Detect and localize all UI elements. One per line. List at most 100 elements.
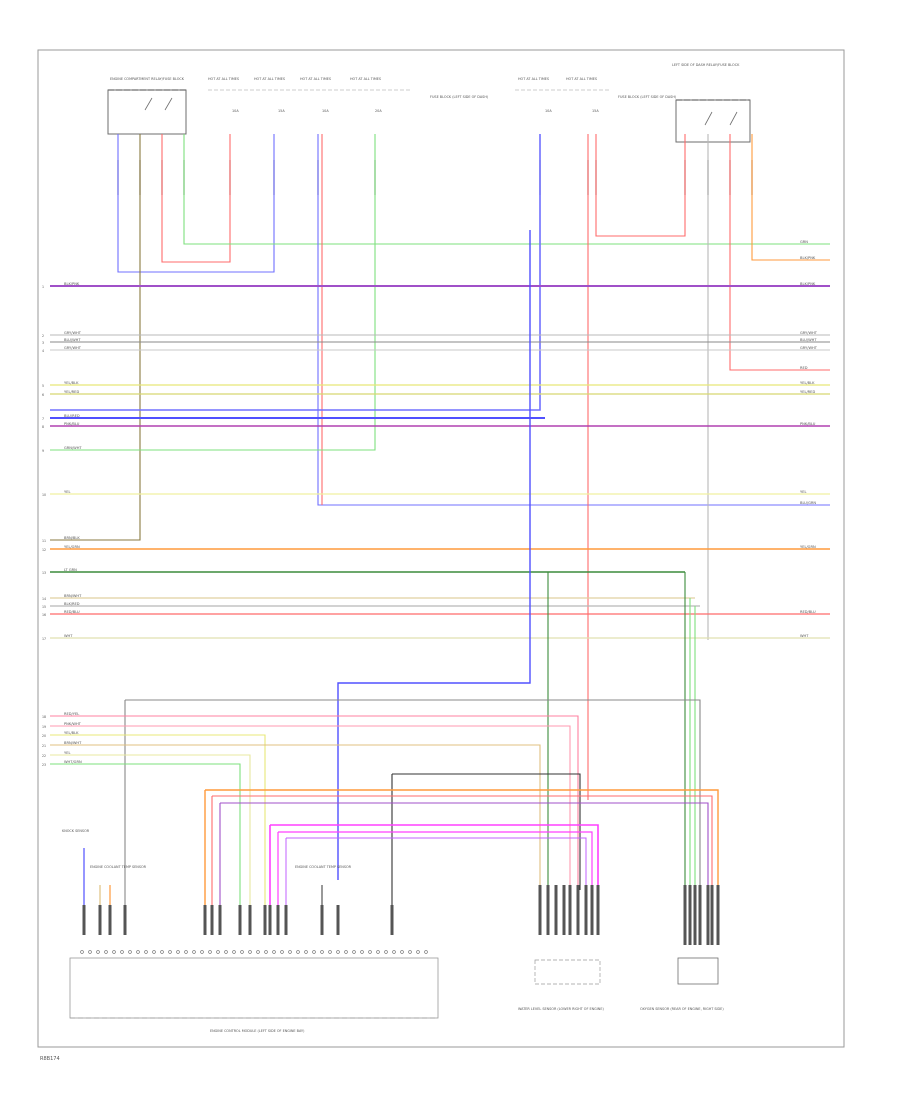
sensor-connector xyxy=(562,885,566,935)
row-number: 15 xyxy=(42,605,46,609)
knock-sensor: KNOCK SENSOR ENGINE COOLANT TEMP SENSOR … xyxy=(62,829,352,905)
ecm-pin xyxy=(376,950,380,954)
wire-label: YEL/BLK xyxy=(64,731,79,735)
wire-label: LT GRN xyxy=(64,568,77,572)
ecm-pin xyxy=(96,950,100,954)
fuse-e-label: HOT AT ALL TIMES xyxy=(518,77,549,81)
ecm-wire-connector xyxy=(390,905,394,935)
ecm-wire-connector xyxy=(218,905,222,935)
ecm-pin xyxy=(184,950,188,954)
wire-label: YEL/GRN xyxy=(64,545,80,549)
fuse-rating-5: 10A xyxy=(545,109,552,113)
knock-sensor-label: KNOCK SENSOR xyxy=(62,829,90,833)
fuse-b-label: HOT AT ALL TIMES xyxy=(254,77,285,81)
ecm-pin xyxy=(416,950,420,954)
ecm-wire-connector xyxy=(248,905,252,935)
row-number: 19 xyxy=(42,725,46,729)
ecm-pin xyxy=(408,950,412,954)
wire-label: BLU/RED xyxy=(64,414,80,418)
row-number: 3 xyxy=(42,341,44,345)
wire-label: BLK/RED xyxy=(64,602,80,606)
fuse-rating-3: 10A xyxy=(322,109,329,113)
ecm-wire-connector xyxy=(108,905,112,935)
row-number: 16 xyxy=(42,613,46,617)
engine-compartment-relay-label: ENGINE COMPARTMENT RELAY/FUSE BLOCK xyxy=(110,77,185,81)
ecm-pin xyxy=(216,950,220,954)
wire-labels-right: GRN BLK/PNK BLK/PNK GRY/WHT BLU/WHT GRY/… xyxy=(800,240,818,638)
row-number: 12 xyxy=(42,548,46,552)
ecm-pin xyxy=(360,950,364,954)
sensor-connector xyxy=(546,885,550,935)
wire-label: GRY/WHT xyxy=(64,331,82,335)
top-fuses-left: HOT AT ALL TIMES HOT AT ALL TIMES HOT AT… xyxy=(208,77,489,113)
wire-label: RED xyxy=(800,366,808,370)
sensor-connector xyxy=(596,885,600,935)
wire-label: RED/BLU xyxy=(800,610,816,614)
page-code: R8B174 xyxy=(40,1056,60,1062)
ecm-pin xyxy=(104,950,108,954)
ecm-label: ENGINE CONTROL MODULE (LEFT SIDE OF ENGI… xyxy=(210,1029,305,1033)
ecm-pin xyxy=(304,950,308,954)
ecm-pin xyxy=(248,950,252,954)
fuse-c-label: HOT AT ALL TIMES xyxy=(300,77,331,81)
wire-label: YEL/BLK xyxy=(64,381,79,385)
wire-label: BLK/PNK xyxy=(800,256,816,260)
ecm-wire-connector xyxy=(98,905,102,935)
wire-label: BLK/PNK xyxy=(64,282,80,286)
ecm-pin xyxy=(160,950,164,954)
ecm-pin xyxy=(80,950,84,954)
ecm-wire-connector xyxy=(284,905,288,935)
row-number: 7 xyxy=(42,417,44,421)
ecm-pin xyxy=(312,950,316,954)
wire-label: YEL xyxy=(64,490,70,494)
ecm-wire-connector xyxy=(268,905,272,935)
row-number: 8 xyxy=(42,425,44,429)
lower-right-sensors: WATER LEVEL SENSOR (LOWER RIGHT OF ENGIN… xyxy=(518,957,724,1011)
row-number: 21 xyxy=(42,744,46,748)
ecm-pin xyxy=(384,950,388,954)
ecm-pin xyxy=(368,950,372,954)
row-number: 23 xyxy=(42,763,46,767)
row-number: 18 xyxy=(42,715,46,719)
sensor-connector xyxy=(706,885,710,945)
vertical-wires-top xyxy=(50,134,830,800)
wire-label: YEL xyxy=(800,490,806,494)
ecm-pin xyxy=(344,950,348,954)
row-number: 17 xyxy=(42,637,46,641)
wire-label: GRY/WHT xyxy=(800,331,818,335)
sensor-connector xyxy=(688,885,692,945)
wire-label: WHT xyxy=(64,634,73,638)
wire-label: BLU/WHT xyxy=(800,338,817,342)
ecm-wire-connector xyxy=(336,905,340,935)
water-temp-sensor-2-label: ENGINE COOLANT TEMP SENSOR xyxy=(295,865,352,869)
wire-label: BRN/WHT xyxy=(64,594,82,598)
sensor-connector xyxy=(590,885,594,935)
row-number: 22 xyxy=(42,754,46,758)
wire-label: GRN/WHT xyxy=(64,446,82,450)
ecm-pin xyxy=(392,950,396,954)
ecm-wire-connector xyxy=(203,905,207,935)
sensor-connector xyxy=(693,885,697,945)
sensor-connector xyxy=(538,885,542,935)
wire-label: WHT/GRN xyxy=(64,760,82,764)
top-connectors xyxy=(117,160,753,195)
water-level-sensor-label: WATER LEVEL SENSOR (LOWER RIGHT OF ENGIN… xyxy=(518,1007,604,1011)
ecm-wire-connector xyxy=(320,905,324,935)
ecm-pin xyxy=(224,950,228,954)
fuse-block-note-left: FUSE BLOCK (LEFT SIDE OF DASH) xyxy=(430,95,489,99)
ecm-pin xyxy=(208,950,212,954)
right-relay-block-label: LEFT SIDE OF DASH RELAY/FUSE BLOCK xyxy=(672,63,740,67)
ecm-wire-connector xyxy=(238,905,242,935)
ecm-connector: ENGINE CONTROL MODULE (LEFT SIDE OF ENGI… xyxy=(69,957,439,1033)
wire-label: RED/YEL xyxy=(64,712,79,716)
wire-label: GRY/WHT xyxy=(800,346,818,350)
ecm-pin xyxy=(192,950,196,954)
ecm-wire-connector xyxy=(263,905,267,935)
row-number: 5 xyxy=(42,384,44,388)
fuse-rating-4: 20A xyxy=(375,109,382,113)
wire-label: YEL/RED xyxy=(64,390,79,394)
wire-label: YEL/RED xyxy=(800,390,815,394)
sensor-drops xyxy=(124,230,701,905)
